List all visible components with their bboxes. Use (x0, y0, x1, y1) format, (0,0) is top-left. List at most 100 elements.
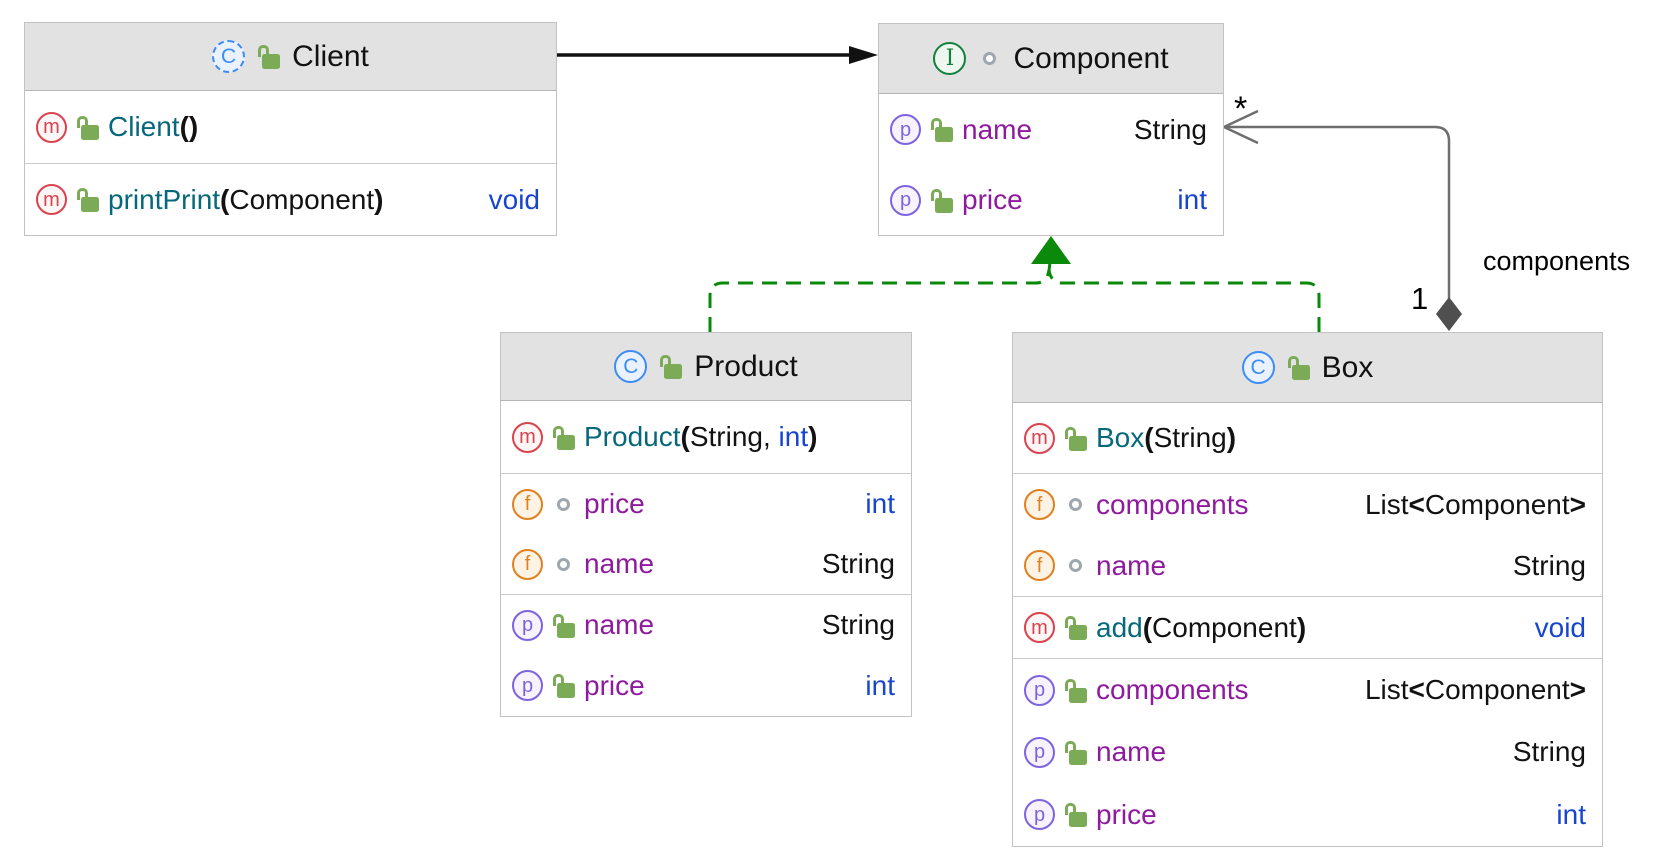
public-visibility-icon (930, 187, 953, 214)
method-icon: m (1024, 422, 1055, 454)
member-signature: components (1096, 489, 1249, 521)
member-row-price[interactable]: p price int (501, 655, 911, 716)
aggregation-arrowhead (1221, 109, 1259, 145)
dependency-arrowhead (849, 46, 878, 64)
field-icon: f (1024, 489, 1055, 520)
member-signature: components (1096, 674, 1249, 706)
private-visibility-icon (1069, 498, 1082, 511)
class-header: C Product (501, 333, 911, 401)
member-type: String (1134, 114, 1207, 146)
public-visibility-icon (1064, 801, 1087, 828)
code-text: ( (1144, 422, 1154, 453)
property-icon: p (512, 670, 543, 701)
class-icon: C (614, 350, 648, 383)
member-name: price (962, 184, 1023, 215)
member-row-price[interactable]: p price int (1013, 783, 1602, 846)
member-signature: price (962, 184, 1023, 216)
member-section: p name String p price int (501, 594, 911, 716)
property-icon: p (512, 609, 543, 641)
member-row-Product[interactable]: m Product(String, int) (501, 401, 911, 473)
member-name: price (584, 669, 645, 701)
field-icon: f (512, 548, 543, 580)
member-type: String (822, 609, 895, 641)
member-signature: price (584, 670, 645, 702)
member-row-name[interactable]: p name String (501, 595, 911, 655)
code-text: ) (374, 183, 384, 215)
code-text: ) (808, 421, 818, 452)
member-type: String (1513, 550, 1586, 582)
member-row-add[interactable]: m add(Component) void (1013, 597, 1602, 658)
member-row-name[interactable]: p name String (879, 94, 1223, 165)
method-icon: m (512, 421, 543, 453)
code-text: ( (680, 421, 690, 452)
member-signature: name (1096, 736, 1166, 768)
member-signature: add(Component) (1096, 612, 1306, 644)
public-visibility-icon (76, 186, 99, 213)
member-signature: name (962, 114, 1032, 146)
member-type: int (865, 670, 895, 702)
code-text: String (1153, 422, 1227, 453)
realization-edge-box[interactable] (1047, 269, 1321, 332)
member-name: price (1096, 798, 1157, 830)
method-icon: m (36, 111, 67, 143)
member-signature: Box(String) (1096, 422, 1236, 454)
member-name: Client (108, 111, 180, 142)
code-text: List (1364, 488, 1409, 520)
code-text: < (1408, 488, 1425, 520)
member-type: String (822, 548, 895, 580)
property-icon: p (1024, 736, 1055, 768)
member-row-Box[interactable]: m Box(String) (1013, 403, 1602, 473)
property-icon: p (890, 114, 921, 145)
member-signature: name (584, 609, 654, 641)
multiplicity-one-label: 1 (1411, 281, 1429, 316)
member-row-price[interactable]: f price int (501, 474, 911, 534)
member-section: m Product(String, int) (501, 401, 911, 473)
code-text: int (865, 488, 895, 519)
member-name: name (962, 113, 1033, 145)
public-visibility-icon (1064, 425, 1087, 452)
field-icon: f (512, 488, 543, 520)
class-title: Box (1321, 350, 1374, 384)
class-title: Product (694, 349, 798, 383)
aggregation-edge[interactable] (1224, 125, 1451, 298)
member-name: Box (1096, 422, 1145, 453)
method-icon: m (1024, 612, 1055, 643)
code-text: Component (1152, 611, 1297, 643)
aggregation-role-label: components (1483, 246, 1631, 276)
member-type: void (489, 184, 540, 216)
code-text: String (1512, 549, 1586, 581)
property-icon: p (1024, 799, 1055, 830)
code-text: < (1408, 674, 1425, 705)
member-signature: Product(String, int) (584, 421, 817, 453)
code-text: int (1177, 184, 1207, 215)
code-text: int (865, 669, 895, 701)
code-text: > (1569, 674, 1586, 705)
code-text: String (1133, 113, 1207, 145)
private-visibility-icon (1069, 559, 1082, 572)
private-visibility-icon (557, 557, 570, 571)
member-type: int (1556, 799, 1586, 831)
class-icon: C (212, 40, 246, 73)
member-type: void (1535, 612, 1586, 644)
member-name: price (584, 488, 645, 519)
member-name: name (584, 609, 655, 640)
realization-edge-product[interactable] (708, 269, 1051, 332)
